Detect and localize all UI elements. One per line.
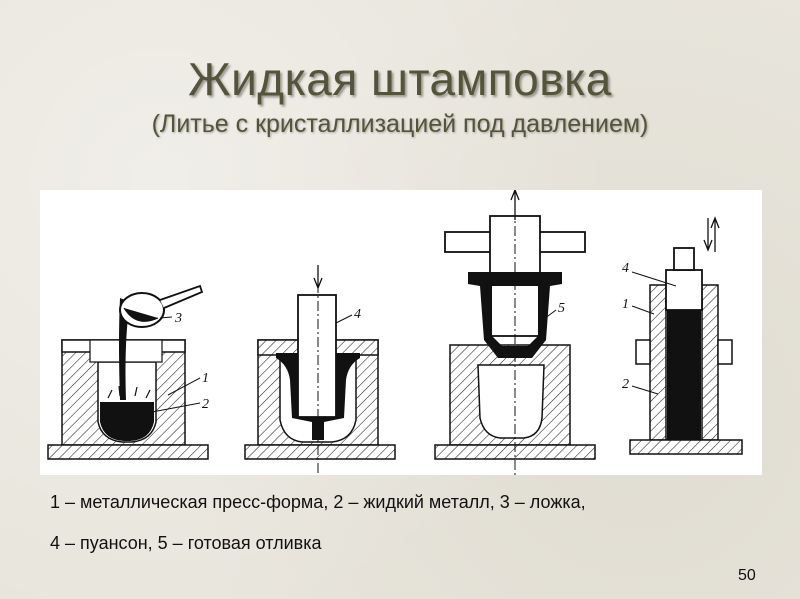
legend-line-1: 1 – металлическая пресс-форма, 2 – жидки… <box>50 492 586 512</box>
label-2-stage1: 2 <box>202 397 209 412</box>
liquid-metal-stage1 <box>100 402 154 441</box>
slide-title: Жидкая штамповка <box>188 53 612 105</box>
arrow-up-stage4 <box>710 216 720 252</box>
legend-line-2: 4 – пуансон, 5 – готовая отливка <box>50 533 322 553</box>
base-plate-stage1 <box>47 444 209 460</box>
base-plate-stage4 <box>629 439 743 455</box>
stage-crystallisation: 4 1 2 <box>622 216 743 455</box>
stage-extraction: 5 <box>434 190 596 475</box>
arrow-up-stage3 <box>510 190 520 220</box>
base-plate-stage2 <box>244 444 396 460</box>
label-2-stage4: 2 <box>622 377 629 392</box>
liquid-metal-stage4 <box>667 310 701 440</box>
finished-casting <box>468 272 562 358</box>
punch-stage2 <box>297 294 337 418</box>
arrow-down-stage2 <box>313 265 323 290</box>
slide-subtitle: (Литье с кристаллизацией под давлением) <box>151 110 649 138</box>
label-4-stage2: 4 <box>354 307 361 322</box>
label-1-stage4: 1 <box>622 297 629 312</box>
page-number: 50 <box>738 567 756 584</box>
stage-pressing: 4 <box>244 265 396 475</box>
ladle-handle <box>159 284 204 309</box>
label-5: 5 <box>558 301 565 316</box>
label-3: 3 <box>174 311 182 326</box>
label-4-stage4: 4 <box>622 261 629 276</box>
label-1-stage1: 1 <box>202 371 209 386</box>
mold-body-stage3 <box>449 344 571 446</box>
arrow-down-stage4 <box>703 218 713 252</box>
stage-pouring: 3 1 2 <box>47 284 209 460</box>
process-diagram: 3 1 2 4 5 <box>40 190 762 475</box>
punch-stage4 <box>665 269 703 311</box>
